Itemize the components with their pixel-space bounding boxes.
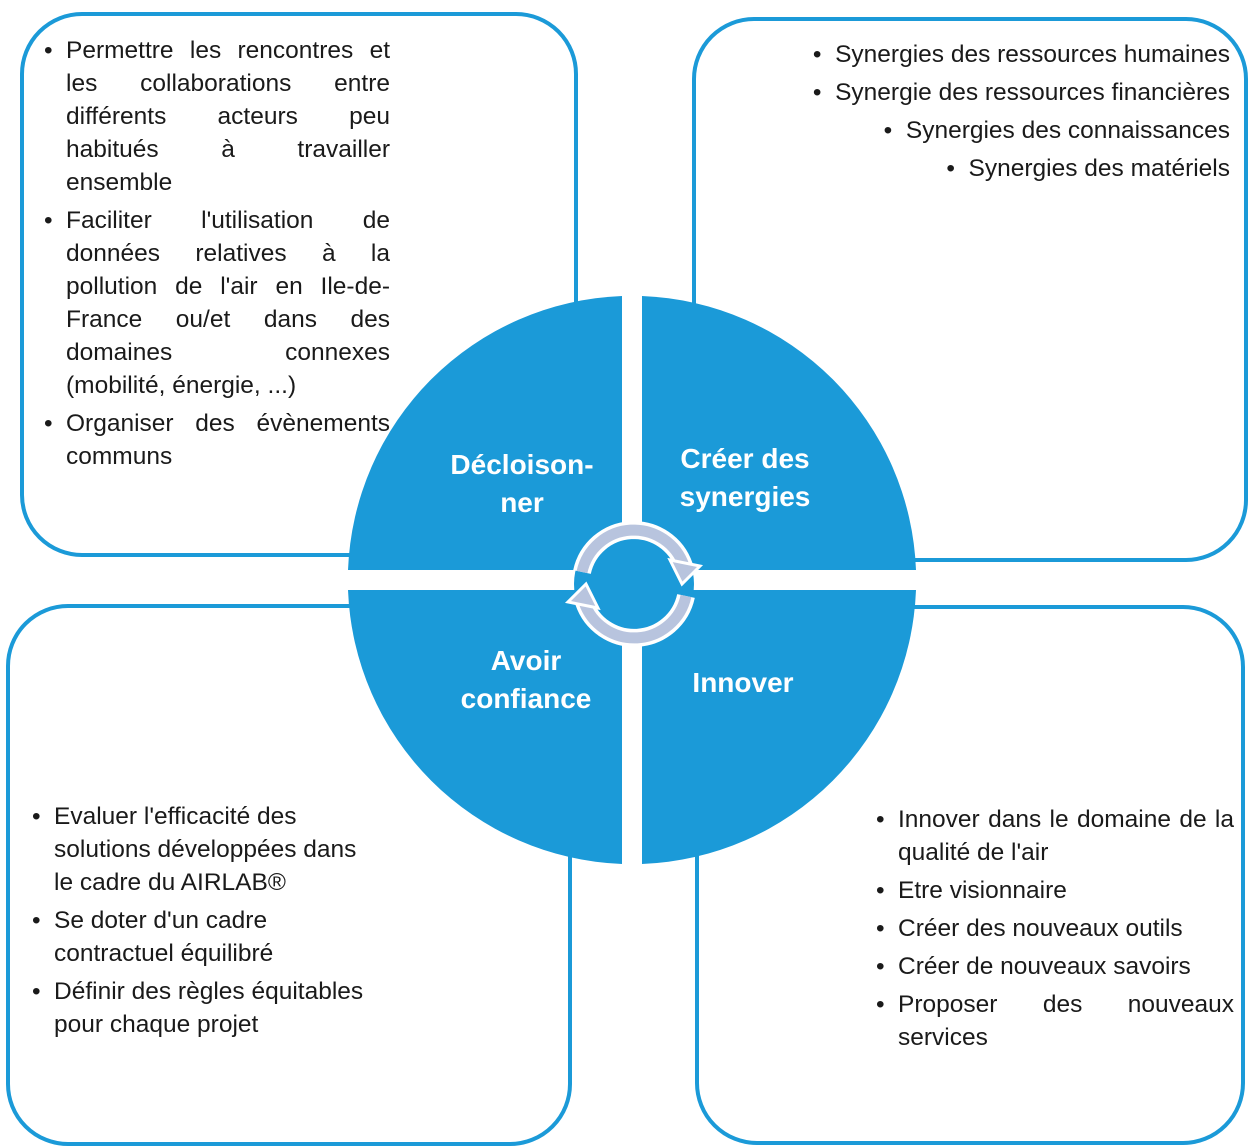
list-item: Définir des règles équitables pour chaqu… [28,975,378,1041]
list-item: Synergies des matériels [780,152,1230,185]
quadrant-avoir-confiance [348,590,622,864]
list-item: Innover dans le domaine de la qualité de… [872,803,1234,869]
cycle-arrows-icon [564,521,704,647]
quadrant-creer-synergies [642,296,916,570]
list-item: Faciliter l'utilisation de données relat… [40,204,390,402]
quadrant-title-decloisonner: Décloison- ner [450,449,594,518]
quadrant-innover [642,590,916,864]
list-decloisonner: Permettre les rencontres et les collabor… [40,34,390,478]
list-item: Etre visionnaire [872,874,1234,907]
list-item: Organiser des évènements communs [40,407,390,473]
list-item: Se doter d'un cadre contractuel équilibr… [28,904,378,970]
list-innover: Innover dans le domaine de la qualité de… [872,803,1234,1059]
list-item: Créer de nouveaux savoirs [872,950,1234,983]
list-item: Proposer des nouveaux services [872,988,1234,1054]
list-item: Evaluer l'efficacité des solutions dével… [28,800,378,899]
list-creer-synergies: Synergies des ressources humaines Synerg… [780,38,1230,190]
list-item: Créer des nouveaux outils [872,912,1234,945]
quadrant-title-innover: Innover [692,667,794,698]
list-item: Synergies des ressources humaines [780,38,1230,71]
list-avoir-confiance: Evaluer l'efficacité des solutions dével… [28,800,378,1046]
list-item: Synergies des connaissances [780,114,1230,147]
quadrant-decloisonner [348,296,622,570]
list-item: Permettre les rencontres et les collabor… [40,34,390,199]
list-item: Synergie des ressources financières [780,76,1230,109]
quadrant-title-avoir-confiance: Avoir confiance [460,645,592,714]
quadrant-title-creer-synergies: Créer des synergies [679,443,811,512]
